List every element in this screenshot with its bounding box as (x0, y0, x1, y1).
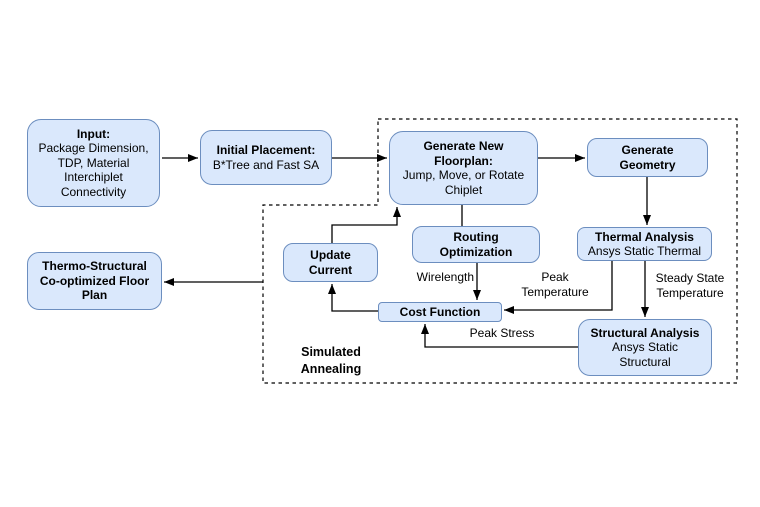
edge-label-steady-state-temperature: Steady State Temperature (655, 271, 725, 300)
node-input-line: Package Dimension, (38, 141, 149, 156)
arrow-peak-temperature-to-cost-function (504, 261, 613, 314)
node-structural-analysis-line: Structural (619, 354, 671, 369)
simulated-annealing-region-label: Simulated Annealing (300, 345, 362, 376)
node-initial-placement-title: Initial Placement: (216, 143, 316, 157)
node-initial-placement: Initial Placement: B*Tree and Fast SA (200, 130, 332, 185)
node-input-line: Interchiplet (64, 170, 123, 185)
node-thermo-structural-title: Thermo-Structural (42, 259, 147, 274)
edge-label-peak-stress: Peak Stress (469, 326, 535, 340)
node-generate-geometry-title: Generate (621, 143, 674, 157)
node-input-title: Input: (76, 126, 111, 141)
edge-label-wirelength: Wirelength (416, 270, 474, 284)
node-thermo-structural-title: Plan (81, 288, 108, 303)
node-structural-analysis: Structural Analysis Ansys Static Structu… (578, 319, 712, 376)
node-input-line: Connectivity (60, 184, 127, 199)
node-update-current: Update Current (283, 243, 378, 282)
node-generate-geometry-title: Geometry (619, 157, 676, 172)
node-generate-floorplan-title: Generate New (423, 139, 504, 153)
node-generate-geometry: Generate Geometry (587, 138, 708, 177)
node-generate-floorplan-line: Jump, Move, or Rotate (402, 168, 525, 182)
node-generate-floorplan: Generate New Floorplan: Jump, Move, or R… (389, 131, 538, 205)
simulated-annealing-region-border (262, 118, 738, 384)
node-update-current-title: Current (308, 262, 353, 277)
node-thermal-analysis-line: Ansys Static Thermal (587, 244, 702, 258)
node-structural-analysis-line: Ansys Static (611, 340, 679, 355)
node-cost-function-title: Cost Function (399, 304, 481, 319)
node-input: Input: Package Dimension, TDP, Material … (27, 119, 160, 207)
node-generate-floorplan-line: Chiplet (444, 182, 483, 197)
arrow-peak-stress-to-cost-function (421, 324, 578, 348)
arrow-cost-function-to-update-current (328, 284, 378, 312)
node-thermo-structural-title: Co-optimized Floor (39, 273, 150, 288)
node-structural-analysis-title: Structural Analysis (590, 325, 700, 340)
node-cost-function: Cost Function (378, 302, 502, 322)
node-routing-optimization-title: Optimization (439, 244, 513, 259)
node-input-line: TDP, Material (57, 155, 130, 170)
arrow-update-current-to-generate-floorplan (331, 207, 401, 243)
node-thermal-analysis: Thermal Analysis Ansys Static Thermal (577, 227, 712, 261)
node-thermal-analysis-title: Thermal Analysis (595, 229, 694, 244)
node-update-current-title: Update (310, 248, 351, 262)
node-routing-optimization-title: Routing (453, 230, 499, 244)
node-generate-floorplan-title: Floorplan: (434, 153, 493, 168)
node-thermo-structural-output: Thermo-Structural Co-optimized Floor Pla… (27, 252, 162, 310)
node-initial-placement-line: B*Tree and Fast SA (212, 157, 320, 172)
edge-label-peak-temperature: Peak Temperature (521, 270, 589, 299)
node-routing-optimization: Routing Optimization (412, 226, 540, 263)
